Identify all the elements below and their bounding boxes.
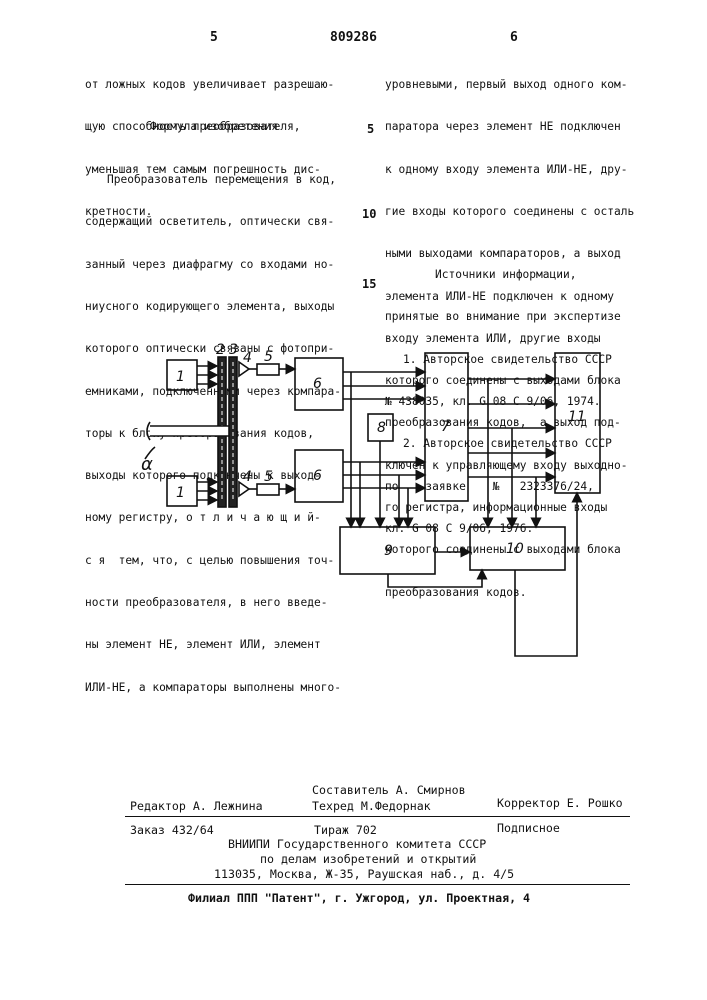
claim-line: к одному входу элемента ИЛИ-НЕ, дру- xyxy=(385,163,670,177)
label-5-top: 5 xyxy=(264,349,273,365)
claim-line: уровневыми, первый выход одного ком- xyxy=(385,78,670,92)
claim-line: паратора через элемент НЕ подключен xyxy=(385,120,670,134)
footer-subscription: Подписное xyxy=(497,821,560,836)
footer-divider-bottom xyxy=(125,884,630,885)
label-1-top: 1 xyxy=(176,369,185,385)
formula-line: занный через диафрагму со входами но- xyxy=(85,258,360,272)
comparator-bottom-box xyxy=(257,484,279,495)
label-6-top: 6 xyxy=(313,376,322,392)
footer-address: 113035, Москва, Ж-35, Раушская наб., д. … xyxy=(214,867,514,882)
label-2: 2 xyxy=(216,342,225,358)
footer-branch: Филиал ППП "Патент", г. Ужгород, ул. Про… xyxy=(188,891,530,906)
formula-line: ниусного кодирующего элемента, выходы xyxy=(85,300,360,314)
label-5-bottom: 5 xyxy=(264,469,273,485)
footer-order: Заказ 432/64 xyxy=(130,823,214,838)
comparator-top-box xyxy=(257,364,279,375)
formula-line: Преобразователь перемещения в код, xyxy=(85,173,360,187)
label-10: 10 xyxy=(506,541,524,557)
footer-org-line2: по делам изобретений и открытий xyxy=(260,852,476,867)
right-page-number: 6 xyxy=(510,30,518,45)
intro-line: от ложных кодов увеличивает разрешаю- xyxy=(85,78,355,92)
line-number-5: 5 xyxy=(367,122,374,136)
footer-circulation: Тираж 702 xyxy=(314,823,377,838)
footer-corrector: Корректор Е. Рошко xyxy=(497,796,623,811)
footer-compiler: Составитель А. Смирнов xyxy=(312,783,466,798)
footer-techred: Техред М.Федорнак xyxy=(312,799,431,814)
block-diagram: 1 1 2 3 4 4 5 5 6 6 7 8 9 10 11 α xyxy=(0,330,707,680)
claim-line: гие входы которого соединены с осталь xyxy=(385,205,670,219)
sources-heading: принятые во внимание при экспертизе xyxy=(385,310,675,324)
label-4-bottom: 4 xyxy=(243,469,252,485)
formula-line: ИЛИ-НЕ, а компараторы выполнены много- xyxy=(85,681,360,695)
label-alpha: α xyxy=(141,454,153,475)
label-7: 7 xyxy=(441,419,450,435)
label-11: 11 xyxy=(568,409,586,425)
formula-line: содержащий осветитель, оптически свя- xyxy=(85,215,360,229)
label-3: 3 xyxy=(229,342,238,358)
footer-editor: Редактор А. Лежнина xyxy=(130,799,263,814)
patent-number: 809286 xyxy=(330,30,377,45)
label-6-bottom: 6 xyxy=(313,468,322,484)
left-page-number: 5 xyxy=(210,30,218,45)
sources-heading: Источники информации, xyxy=(385,268,675,282)
line-number-15: 15 xyxy=(362,277,376,291)
footer-org-line1: ВНИИПИ Государственного комитета СССР xyxy=(228,837,486,852)
label-4-top: 4 xyxy=(243,350,252,366)
label-8: 8 xyxy=(377,420,386,436)
label-1-bottom: 1 xyxy=(176,485,185,501)
formula-title: Формула изобретения xyxy=(150,120,278,134)
footer-divider-top xyxy=(125,816,630,817)
label-9: 9 xyxy=(384,543,393,559)
line-number-10: 10 xyxy=(362,207,376,221)
